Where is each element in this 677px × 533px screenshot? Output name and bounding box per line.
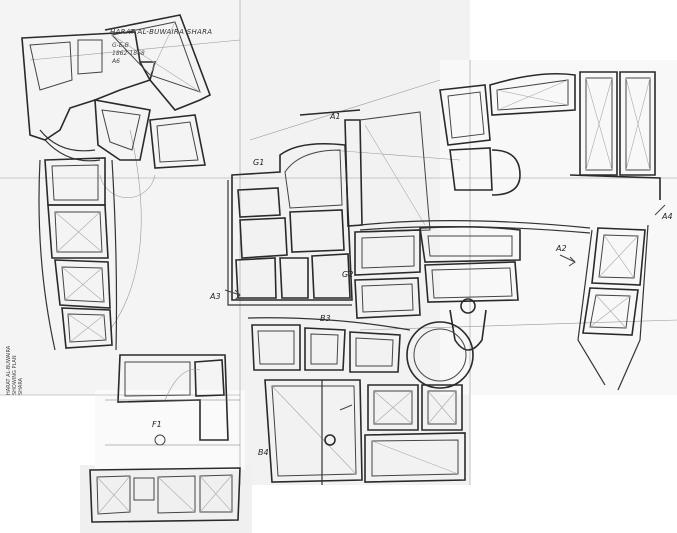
zone-label-g2: G2: [342, 270, 354, 279]
zone-label-a4: A4: [662, 212, 673, 221]
block-center-strip: [299, 109, 431, 233]
block-round-tower: [406, 321, 474, 389]
block-left-column: [38, 157, 118, 351]
block-center-right: [354, 220, 591, 351]
block-bottom: [89, 467, 241, 523]
block-right-column: [577, 224, 649, 391]
zone-label-f1: F1: [152, 420, 162, 429]
drawing-note-2: 1862-1868: [112, 50, 145, 57]
zone-label-a2: A2: [556, 244, 567, 253]
side-note-line-3: SHARA: [18, 377, 24, 395]
zone-label-b3: B3: [320, 314, 331, 323]
block-top-left: [21, 14, 212, 169]
block-top-right: [439, 71, 661, 200]
block-f1: [105, 354, 240, 446]
block-center-g1: [227, 142, 353, 306]
zone-label-b4: B4: [258, 448, 269, 457]
side-note: HARAT AL-BUWAIRA SHOWING PLAN SHARA: [6, 315, 24, 395]
block-b4: [264, 379, 466, 485]
paper-sheet-lower-left: [95, 390, 245, 470]
zone-label-g1: G1: [253, 158, 265, 167]
drawing-note-3: A6: [112, 58, 120, 65]
drawing-title: HARAT AL-BUWAIRA SHARA: [110, 28, 213, 36]
section-markers: [224, 204, 666, 411]
drawing-note-1: G-E-B: [112, 42, 129, 49]
block-b3: [247, 317, 411, 373]
zone-label-a3: A3: [210, 292, 221, 301]
zone-label-a1: A1: [330, 112, 341, 121]
